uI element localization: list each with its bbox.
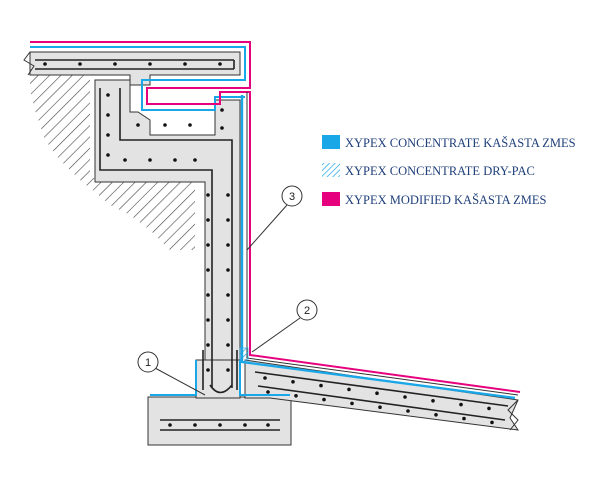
rebar-dot [188, 123, 192, 127]
legend-swatch-drypac [322, 163, 340, 177]
magenta-coating [30, 41, 521, 393]
rebar-dot [291, 380, 295, 384]
rebar-dot [206, 218, 210, 222]
rebar-dot [218, 423, 222, 427]
cyan-coating-base [150, 360, 290, 396]
rebar-dot [106, 153, 110, 157]
rebar-dot [350, 401, 354, 406]
legend-label-concentrate: XYPEX CONCENTRATE KAŠASTA ZMES [345, 136, 576, 150]
rebar-dot [206, 343, 210, 347]
dry-pac-corner [239, 347, 249, 363]
callout-2: 2 [296, 299, 318, 321]
rebar-footing [160, 419, 280, 431]
rebar-dot [220, 108, 224, 112]
rebar-dot [462, 416, 466, 421]
rebar-dot [263, 376, 267, 380]
rebar-dot [266, 423, 270, 427]
rebar-dots [43, 62, 494, 427]
rebar-dot [206, 193, 210, 197]
legend-swatch-concentrate [322, 135, 340, 149]
svg-text:2: 2 [304, 305, 310, 317]
soil-hatch [30, 75, 195, 250]
rebar-dot [106, 133, 110, 137]
rebar-dot [168, 423, 172, 427]
rebar-dot [375, 391, 379, 396]
rebar-dot [206, 243, 210, 247]
rebar-dot [136, 123, 140, 127]
break-marks [23, 51, 519, 431]
rebar-dot [226, 293, 230, 297]
rebar-dot [206, 318, 210, 322]
rebar-dot [163, 123, 167, 127]
svg-text:1: 1 [145, 357, 151, 369]
legend-swatch-modified [322, 192, 340, 206]
legend-label-modified: XYPEX MODIFIED KAŠASTA ZMES [345, 193, 546, 207]
legend-label-drypac: XYPEX CONCENTRATE DRY-PAC [345, 164, 535, 178]
rebar-dot [218, 62, 222, 66]
rebar-dot [378, 405, 382, 410]
rebar-dot [226, 243, 230, 247]
rebar-dot [173, 158, 177, 162]
rebar-dot [206, 368, 210, 372]
rebar-dot [226, 368, 230, 372]
rebar-dot [226, 218, 230, 222]
callout-1: 1 [137, 351, 159, 373]
rebar-dot [322, 397, 326, 402]
rebar-dot [226, 318, 230, 322]
legend: XYPEX CONCENTRATE KAŠASTA ZMES XYPEX CON… [322, 135, 576, 207]
rebar-dot [206, 293, 210, 297]
rebar-wall [99, 88, 238, 394]
rebar-slope [254, 371, 509, 421]
wall-body [94, 79, 241, 363]
rebar-dot [43, 62, 47, 66]
rebar-dot [459, 402, 463, 407]
rebar-dot [406, 409, 410, 413]
rebar-dot [226, 193, 230, 197]
cyan-coating-top [30, 46, 246, 111]
rebar-dot [243, 423, 247, 427]
rebar-dot [220, 126, 224, 130]
svg-text:3: 3 [289, 191, 295, 203]
footing [147, 396, 292, 446]
rebar-dot [226, 343, 230, 347]
rebar-dot [113, 62, 117, 66]
rebar-dot [490, 420, 494, 425]
rebar-dot [193, 423, 197, 427]
rebar-dot [206, 268, 210, 272]
callout-3: 3 [281, 185, 303, 207]
rebar-dot [347, 387, 351, 392]
rebar-dot [434, 413, 438, 417]
rebar-dot [78, 62, 82, 66]
rebar-dot [106, 113, 110, 117]
rebar-dot [123, 158, 127, 162]
callout-leaders [154, 204, 301, 396]
rebar-dot [148, 62, 152, 66]
rebar-dot [183, 62, 187, 66]
rebar-dot [403, 395, 407, 399]
rebar-dot [294, 394, 298, 398]
rebar-dot [106, 93, 110, 97]
rebar-dot [148, 158, 152, 162]
rebar-dot [193, 158, 197, 162]
rebar-dot [431, 399, 435, 403]
rebar-dot [226, 268, 230, 272]
rebar-upper [35, 59, 235, 70]
rebar-dot [266, 390, 270, 394]
rebar-dot [487, 406, 491, 411]
rebar-dot [319, 383, 323, 388]
